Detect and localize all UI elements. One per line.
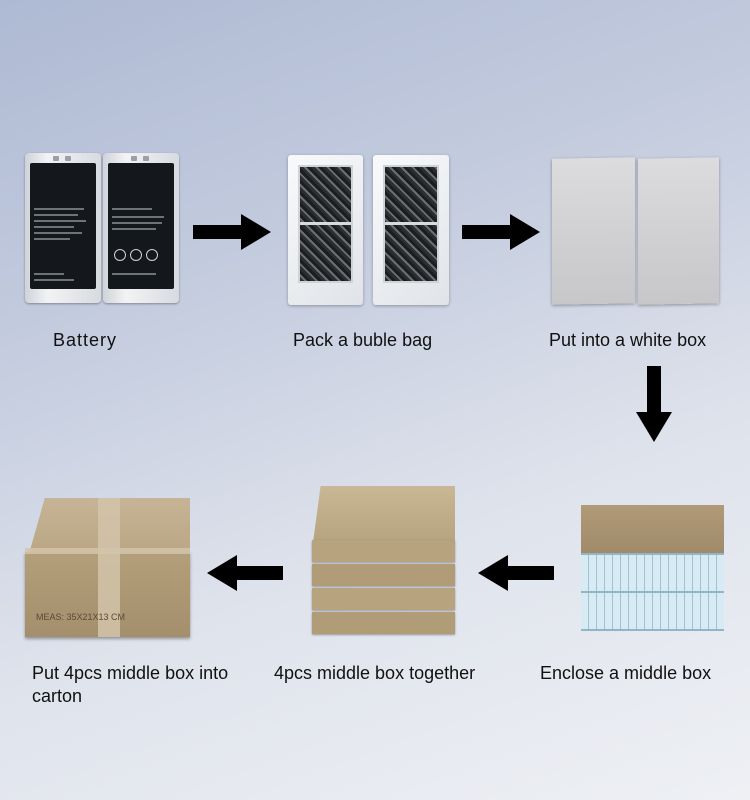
arrow-right-icon bbox=[193, 214, 271, 250]
arrow-left-icon bbox=[478, 555, 554, 591]
battery-front-image bbox=[103, 153, 179, 303]
bubble-bag-image bbox=[288, 155, 363, 305]
arrow-down-icon bbox=[636, 366, 672, 442]
label-stacked-boxes: 4pcs middle box together bbox=[274, 663, 476, 683]
label-bubble-bag: Pack a buble bag bbox=[293, 330, 433, 350]
bubble-bag-image bbox=[373, 155, 449, 305]
label-white-box: Put into a white box bbox=[549, 330, 707, 350]
white-box-image bbox=[638, 157, 719, 305]
label-battery: Battery bbox=[53, 330, 118, 350]
label-middle-box: Enclose a middle box bbox=[540, 663, 712, 683]
middle-box-contents-image bbox=[581, 553, 724, 631]
carton-marking: MEAS: 35X21X13 CM bbox=[36, 612, 126, 622]
battery-back-image bbox=[25, 153, 101, 303]
white-box-image bbox=[552, 157, 635, 305]
arrow-left-icon bbox=[207, 555, 283, 591]
label-carton: Put 4pcs middle box into carton bbox=[32, 663, 229, 706]
arrow-right-icon bbox=[462, 214, 540, 250]
